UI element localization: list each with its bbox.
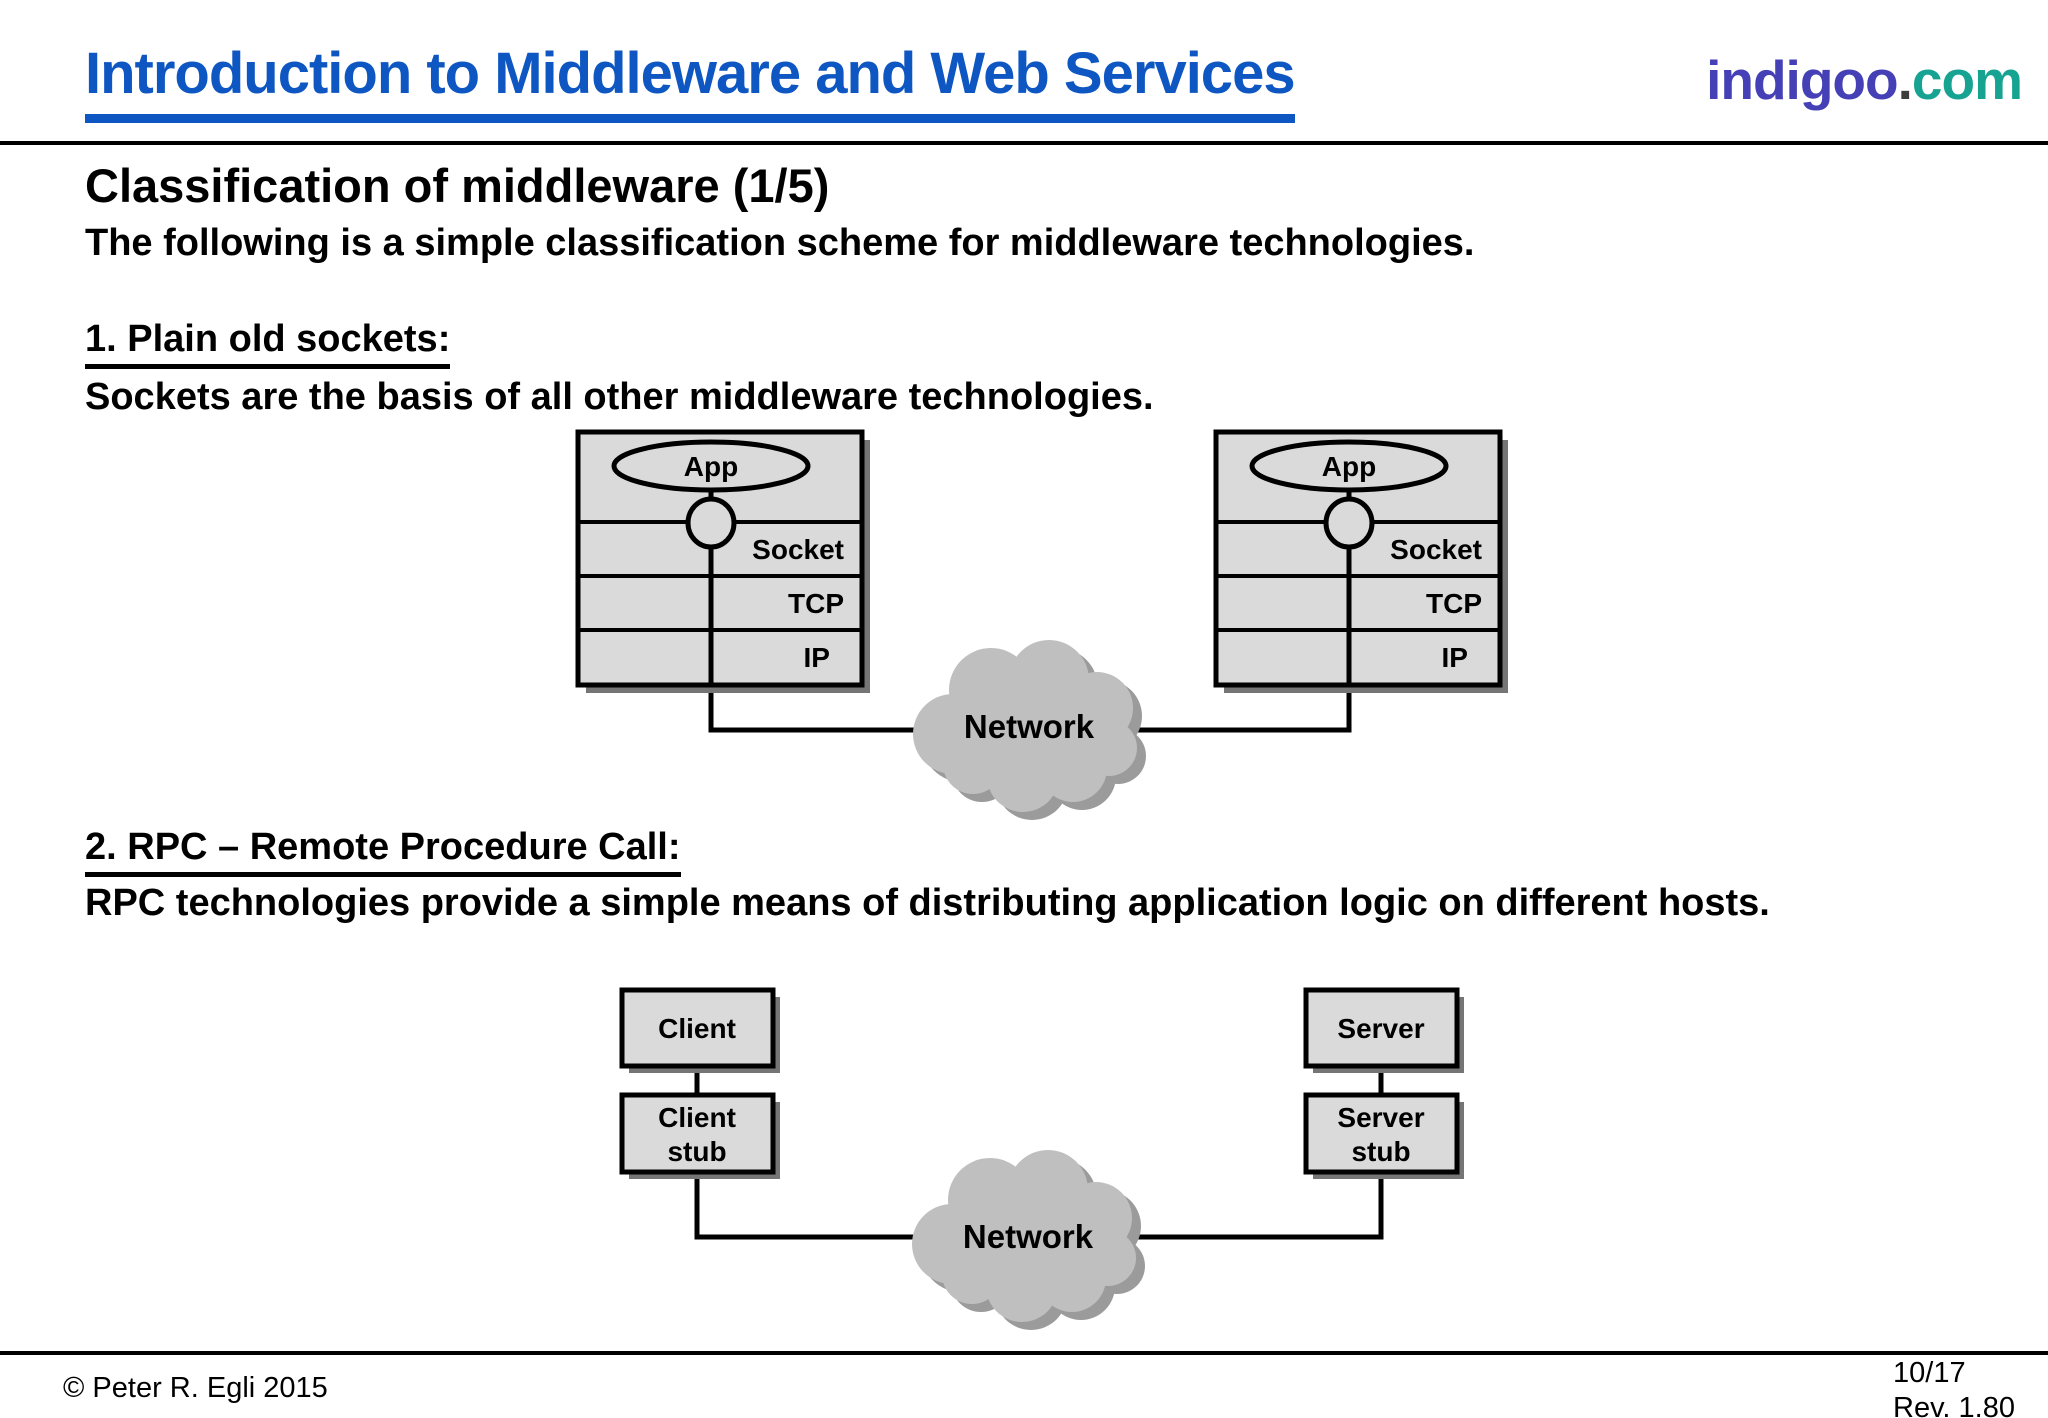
sockets-diagram: App Socket TCP IP App Socket TCP IP	[575, 429, 1508, 820]
client-stub-label-line2: stub	[667, 1136, 726, 1167]
rpc-diagram: Client Client stub Server Server stub	[619, 987, 1464, 1330]
server-stub-label-line2: stub	[1351, 1136, 1410, 1167]
server-label: Server	[1337, 1013, 1424, 1044]
page-number: 10/17	[1893, 1357, 1966, 1389]
network-label: Network	[964, 708, 1095, 745]
section-2-heading: 2. RPC – Remote Procedure Call:	[85, 826, 681, 877]
header-divider	[0, 141, 2048, 145]
app-label: App	[1322, 451, 1376, 482]
layer-label-socket: Socket	[1390, 534, 1482, 565]
server-box: Server	[1303, 987, 1464, 1073]
server-stub-label-line1: Server	[1337, 1102, 1424, 1133]
section-1-body: Sockets are the basis of all other middl…	[85, 376, 1154, 418]
connector-client-stub-to-network	[694, 1172, 940, 1240]
box	[1303, 1092, 1460, 1175]
slide-subtitle: The following is a simple classification…	[85, 222, 1475, 264]
protocol-stack-right: App Socket TCP IP	[1213, 429, 1508, 693]
section-1-heading: 1. Plain old sockets:	[85, 318, 451, 369]
box	[619, 1092, 776, 1175]
box	[619, 987, 776, 1069]
slide-title: Classification of middleware (1/5)	[85, 159, 830, 212]
layer-label-tcp: TCP	[788, 588, 844, 619]
revision-number: Rev. 1.80	[1893, 1392, 2015, 1418]
socket-endpoint-circle	[1323, 496, 1375, 550]
page-title: Introduction to Middleware and Web Servi…	[85, 40, 1296, 123]
connector-server-stub-to-network	[1120, 1172, 1384, 1240]
copyright-text: © Peter R. Egli 2015	[63, 1372, 328, 1404]
socket-endpoint-circle	[685, 496, 737, 550]
client-label: Client	[658, 1013, 736, 1044]
brand-logo: indigoo.com	[1706, 48, 2023, 112]
network-cloud: Network	[913, 640, 1146, 820]
client-stub-label-line1: Client	[658, 1102, 736, 1133]
box	[1303, 987, 1460, 1069]
client-box: Client	[619, 987, 780, 1073]
section-2-body: RPC technologies provide a simple means …	[85, 882, 1770, 924]
layer-label-ip: IP	[804, 642, 830, 673]
network-label: Network	[963, 1218, 1094, 1255]
layer-label-socket: Socket	[752, 534, 844, 565]
brand-logo-name: indigoo	[1706, 49, 1899, 111]
brand-logo-dot: .	[1897, 49, 1913, 111]
network-cloud: Network	[912, 1150, 1145, 1330]
page-info: 10/17 Rev. 1.80	[1893, 1356, 2015, 1418]
layer-label-tcp: TCP	[1426, 588, 1482, 619]
footer-divider	[0, 1351, 2048, 1355]
server-stub-box: Server stub	[1303, 1092, 1464, 1179]
brand-logo-tld: com	[1911, 49, 2023, 111]
section-1-heading-text: 1. Plain old sockets:	[85, 318, 451, 369]
app-label: App	[684, 451, 738, 482]
layer-label-ip: IP	[1442, 642, 1468, 673]
client-stub-box: Client stub	[619, 1092, 780, 1179]
section-2-heading-text: 2. RPC – Remote Procedure Call:	[85, 826, 681, 877]
protocol-stack-left: App Socket TCP IP	[575, 429, 870, 693]
